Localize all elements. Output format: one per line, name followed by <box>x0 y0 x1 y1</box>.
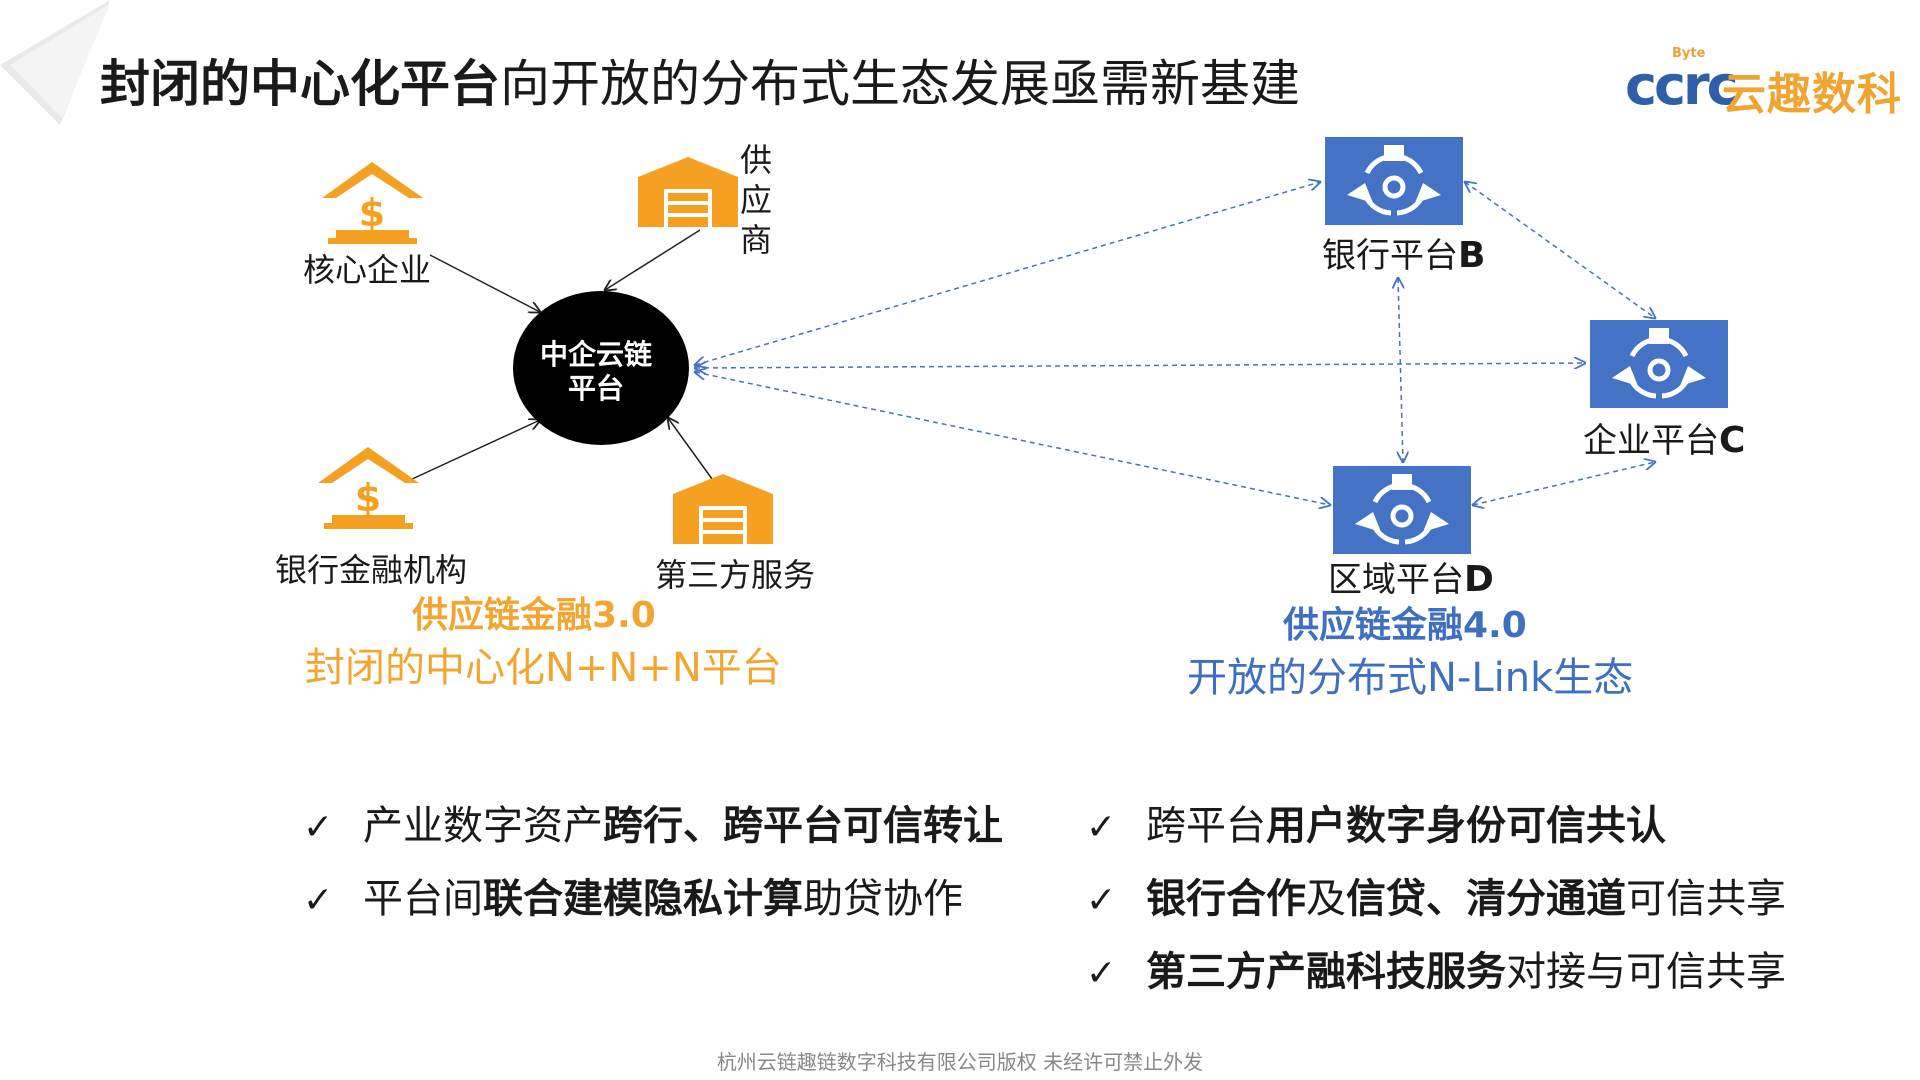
logo-name: 云趣数科 <box>1722 69 1902 120</box>
bullet-left-1-pre: 产业数字资产 <box>363 803 603 849</box>
check-icon: ✓ <box>1086 807 1117 848</box>
link-b-d <box>1398 278 1403 462</box>
check-icon: ✓ <box>303 807 334 848</box>
bullet-right-3-post: 对接与可信共享 <box>1506 949 1786 995</box>
bullet-right-2: ✓ 银行合作及信贷、清分通道可信共享 <box>1086 866 1786 924</box>
bullet-right-1-pre: 跨平台 <box>1146 803 1266 849</box>
scf-4-subtitle: 开放的分布式N-Link生态 <box>1187 655 1634 701</box>
check-icon: ✓ <box>303 880 334 921</box>
scf-3-title: 供应链金融3.0 <box>412 595 656 636</box>
core-enterprise-icon: $ <box>322 162 423 244</box>
scf-4-title: 供应链金融4.0 <box>1283 605 1527 646</box>
title-rest: 向开放的分布式生态发展亟需新基建 <box>500 55 1300 113</box>
svg-text:$: $ <box>359 191 385 235</box>
supplier-label: 供 应 商 <box>740 140 776 260</box>
enterprise-platform-text: 企业平台 <box>1583 421 1719 461</box>
copyright-footer: 杭州云链趣链数字科技有限公司版权 未经许可禁止外发 <box>716 1050 1204 1074</box>
link-center-b <box>695 182 1320 365</box>
bank-platform-letter: B <box>1458 235 1486 276</box>
corner-decoration <box>0 0 110 125</box>
enterprise-platform-c-label: 企业平台C <box>1583 413 1745 462</box>
bank-platform-b-icon <box>1325 137 1463 225</box>
enterprise-platform-letter: C <box>1719 420 1746 461</box>
bullet-right-3-bold: 第三方产融科技服务 <box>1146 949 1506 995</box>
bullet-right-1: ✓ 跨平台用户数字身份可信共认 <box>1086 793 1666 851</box>
supplier-char-3: 商 <box>740 221 773 259</box>
third-party-label: 第三方服务 <box>655 556 816 594</box>
bullet-right-2-post: 可信共享 <box>1626 876 1786 922</box>
link-center-d <box>695 372 1330 505</box>
bank-institution-icon: $ <box>318 447 419 529</box>
bullet-left-2-pre: 平台间 <box>363 876 483 922</box>
logo-byte: Byte <box>1672 46 1706 61</box>
arrow-supplier-to-center <box>605 229 701 290</box>
bank-platform-b-label: 银行平台B <box>1322 228 1485 277</box>
check-icon: ✓ <box>1086 953 1117 994</box>
bullet-left-2-bold: 联合建模隐私计算 <box>483 876 803 922</box>
bullet-right-2-bold2: 信贷、清分通道 <box>1346 876 1626 922</box>
title-bold: 封闭的中心化平台 <box>100 55 500 113</box>
center-platform-label: 中企云链 平台 <box>511 338 681 406</box>
link-d-c <box>1473 462 1655 505</box>
third-party-warehouse-icon <box>673 474 773 544</box>
arrow-core-to-center <box>429 254 540 312</box>
enterprise-platform-c-icon <box>1590 320 1728 408</box>
arrow-bank-to-center <box>409 420 540 481</box>
logo-letters: ccrc <box>1625 54 1739 117</box>
bullet-left-1-bold: 跨行、跨平台可信转让 <box>603 803 1003 849</box>
regional-platform-letter: D <box>1464 559 1494 600</box>
bullet-left-1: ✓ 产业数字资产跨行、跨平台可信转让 <box>303 793 1003 851</box>
center-line2: 平台 <box>567 372 624 405</box>
supplier-char-2: 应 <box>740 181 773 219</box>
regional-platform-d-icon <box>1333 466 1471 554</box>
bullet-right-2-bold: 银行合作 <box>1146 876 1306 922</box>
check-icon: ✓ <box>1086 880 1117 921</box>
center-line1: 中企云链 <box>539 338 652 371</box>
supplier-char-1: 供 <box>740 141 773 179</box>
bullet-right-1-bold: 用户数字身份可信共认 <box>1266 803 1666 849</box>
bullet-right-3: ✓ 第三方产融科技服务对接与可信共享 <box>1086 939 1786 997</box>
supplier-warehouse-icon <box>638 157 738 227</box>
center-platform-circle <box>513 291 689 445</box>
scf-3-subtitle: 封闭的中心化N+N+N平台 <box>305 645 782 691</box>
svg-text:$: $ <box>355 476 381 520</box>
regional-platform-d-label: 区域平台D <box>1328 552 1494 601</box>
core-enterprise-label: 核心企业 <box>303 251 432 289</box>
bank-institution-label: 银行金融机构 <box>275 551 468 589</box>
link-b-c <box>1465 182 1655 318</box>
bullet-left-2-post: 助贷协作 <box>803 876 963 922</box>
link-center-c <box>695 363 1585 368</box>
bullet-right-2-mid: 及 <box>1306 876 1346 922</box>
regional-platform-text: 区域平台 <box>1328 560 1464 600</box>
bank-platform-text: 银行平台 <box>1322 236 1458 276</box>
page-title: 封闭的中心化平台向开放的分布式生态发展亟需新基建 <box>100 52 1300 116</box>
bullet-left-2: ✓ 平台间联合建模隐私计算助贷协作 <box>303 866 963 924</box>
